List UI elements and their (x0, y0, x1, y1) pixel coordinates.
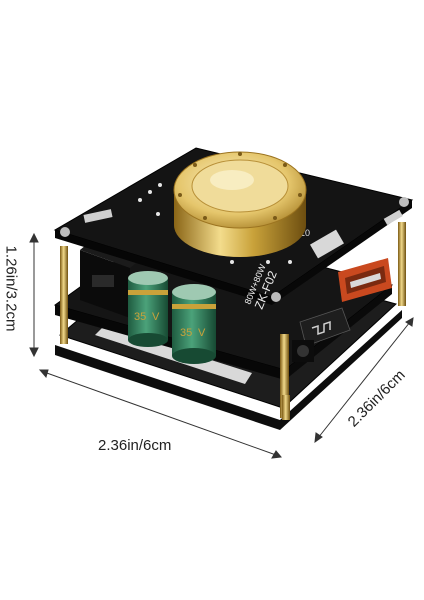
height-dimension-arrow (29, 232, 39, 358)
capacitor-left: 35 V (128, 271, 168, 347)
capacitor-right-unit: V (198, 327, 206, 339)
model-label (310, 229, 344, 259)
screw-top-left (60, 227, 70, 237)
capacitor-right: 35 V (172, 284, 216, 364)
width-dimension-label: 2.36in/6cm (98, 437, 172, 454)
usb-port (338, 258, 392, 302)
screw-top-right (399, 197, 409, 207)
bluetooth-module (299, 307, 351, 347)
standoff-pillars (60, 222, 406, 420)
depth-dimension-arrow (314, 317, 414, 444)
capacitor-left-rating: 35 (134, 311, 146, 323)
knob-scale-mark: 10 (300, 228, 310, 238)
volume-knob (173, 151, 307, 257)
screw-top-front (271, 292, 281, 302)
capacitor-right-rating: 35 (180, 327, 192, 339)
audio-jack (292, 340, 314, 362)
height-dimension-label: 1.26in/3.2cm (2, 245, 20, 332)
width-dimension-arrow (38, 369, 282, 459)
capacitor-left-unit: V (152, 311, 160, 323)
